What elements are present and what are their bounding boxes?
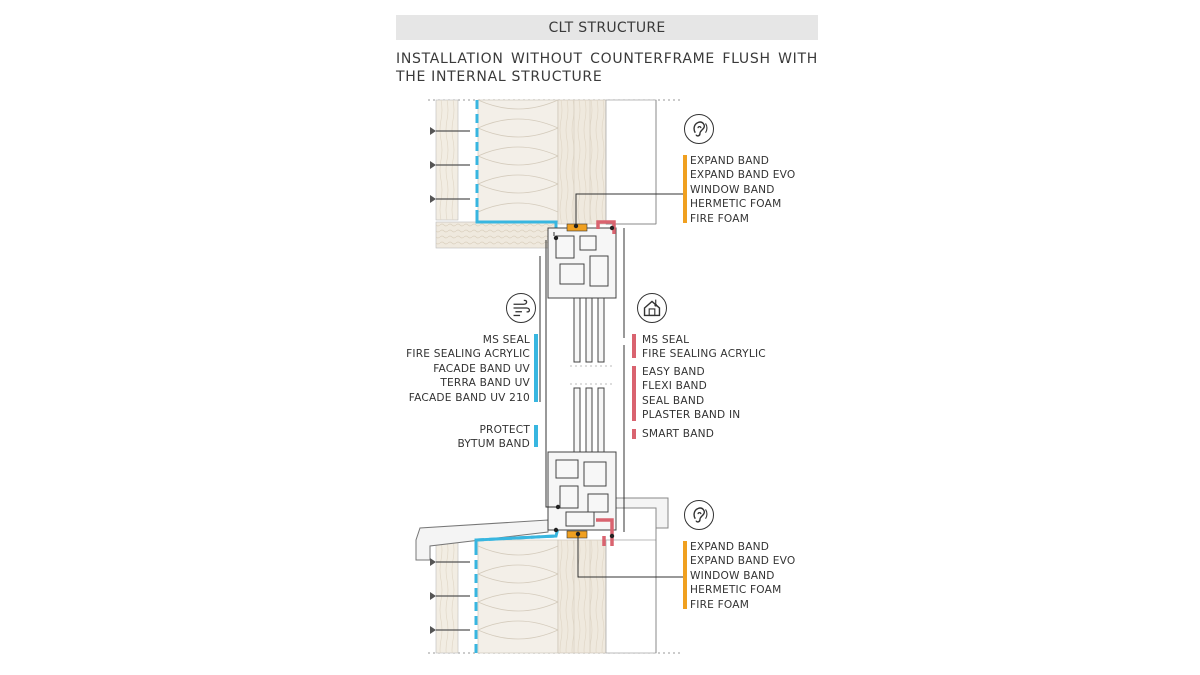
label-hermetic-foam: HERMETIC FOAM bbox=[690, 198, 782, 211]
window-frame bbox=[547, 227, 617, 531]
label-terra-band-uv: TERRA BAND UV bbox=[440, 377, 530, 390]
blue-bar-group-2 bbox=[534, 425, 538, 447]
label-protect: PROTECT bbox=[479, 424, 530, 436]
lower-wall bbox=[415, 497, 669, 654]
label-group-left-2: PROTECT BYTUM BAND bbox=[458, 423, 531, 452]
label-group-right-3: SMART BAND bbox=[642, 427, 714, 441]
label-expand-band: EXPAND BAND bbox=[690, 155, 770, 167]
label-fire-foam: FIRE FOAM bbox=[690, 212, 750, 225]
label-plaster-band-in: PLASTER BAND IN bbox=[642, 409, 741, 422]
label-flexi-band: FLEXI BAND bbox=[642, 380, 708, 393]
label-expand-band-evo: EXPAND BAND EVO bbox=[690, 169, 796, 182]
label-group-bottom-right: EXPAND BAND EXPAND BAND EVO WINDOW BAND … bbox=[690, 540, 795, 612]
wind-icon bbox=[506, 293, 536, 323]
ear-acoustic-icon bbox=[684, 114, 714, 144]
orange-bar-top bbox=[683, 155, 687, 223]
red-bar-group-2 bbox=[632, 366, 636, 421]
label-facade-band-uv-210: FACADE BAND UV 210 bbox=[408, 391, 530, 404]
house-thermal-icon bbox=[637, 293, 667, 323]
label-hermetic-foam: HERMETIC FOAM bbox=[690, 584, 782, 597]
section-title-bar: CLT STRUCTURE bbox=[396, 15, 818, 40]
label-window-band: WINDOW BAND bbox=[690, 569, 775, 582]
label-group-left-1: MS SEAL FIRE SEALING ACRYLIC FACADE BAND… bbox=[406, 333, 530, 405]
label-expand-band: EXPAND BAND bbox=[690, 541, 770, 553]
red-bar-group-1 bbox=[632, 334, 636, 358]
red-bar-group-3 bbox=[632, 429, 636, 439]
page-subtitle: INSTALLATION WITHOUT COUNTERFRAME FLUSH … bbox=[396, 51, 818, 85]
label-window-band: WINDOW BAND bbox=[690, 183, 775, 196]
label-fire-sealing-acrylic: FIRE SEALING ACRYLIC bbox=[642, 348, 766, 361]
blue-bar-group-1 bbox=[534, 334, 538, 402]
ear-acoustic-icon bbox=[684, 500, 714, 530]
page-title: CLT STRUCTURE bbox=[548, 19, 666, 36]
label-fire-sealing-acrylic: FIRE SEALING ACRYLIC bbox=[406, 348, 530, 361]
label-bytum-band: BYTUM BAND bbox=[457, 438, 530, 451]
label-easy-band: EASY BAND bbox=[642, 366, 705, 378]
upper-wall bbox=[430, 99, 657, 249]
label-group-top-right: EXPAND BAND EXPAND BAND EVO WINDOW BAND … bbox=[690, 154, 795, 226]
label-seal-band: SEAL BAND bbox=[642, 394, 705, 407]
label-facade-band-uv: FACADE BAND UV bbox=[433, 362, 530, 375]
label-ms-seal: MS SEAL bbox=[482, 334, 530, 346]
label-group-right-1: MS SEAL FIRE SEALING ACRYLIC bbox=[642, 333, 766, 362]
label-ms-seal: MS SEAL bbox=[642, 334, 690, 346]
label-fire-foam: FIRE FOAM bbox=[690, 598, 750, 611]
label-expand-band-evo: EXPAND BAND EVO bbox=[690, 555, 796, 568]
orange-bar-bottom bbox=[683, 541, 687, 609]
label-group-right-2: EASY BAND FLEXI BAND SEAL BAND PLASTER B… bbox=[642, 365, 740, 423]
label-smart-band: SMART BAND bbox=[642, 428, 715, 440]
